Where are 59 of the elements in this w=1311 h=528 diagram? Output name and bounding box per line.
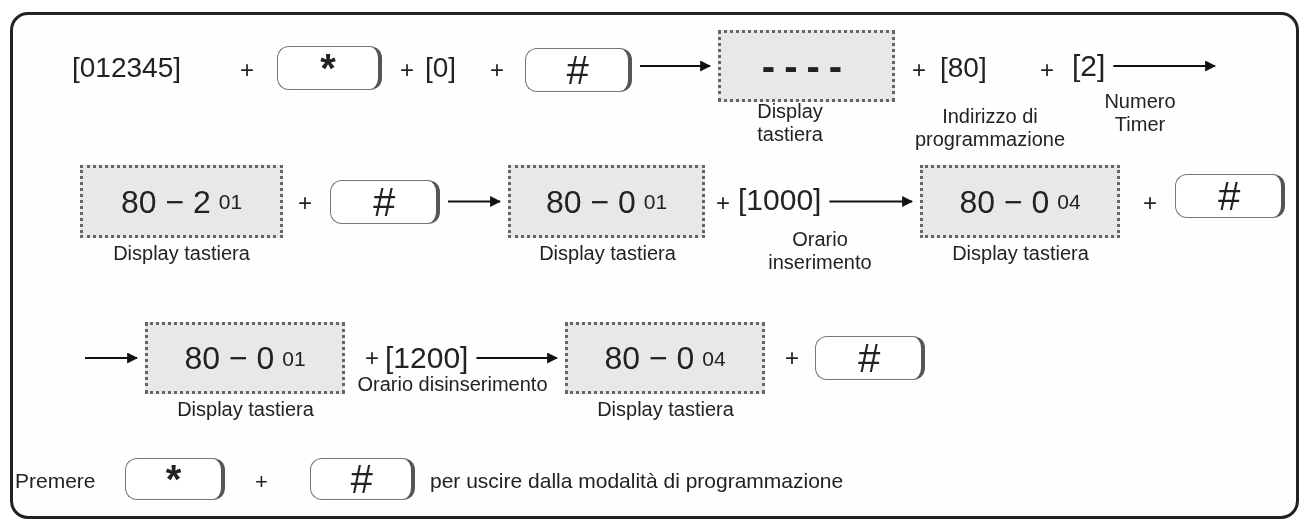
caption-text: Display tastiera xyxy=(756,100,824,146)
keypad-key: # xyxy=(815,336,925,380)
display-text: 04 xyxy=(1057,191,1081,212)
display-screen xyxy=(920,165,1120,238)
text-label: + xyxy=(716,191,730,215)
text-label: + xyxy=(1143,191,1157,215)
caption-text: Display tastiera xyxy=(112,242,251,265)
text-label: per uscire dalla modalità di programmazione xyxy=(430,469,844,491)
code-text: [1200] xyxy=(385,343,469,373)
code-text: [1000] xyxy=(738,185,822,215)
display-text: 80 − 2 xyxy=(120,185,211,218)
caption-text: Display tastiera xyxy=(951,242,1090,265)
display-text: 80 − 0 xyxy=(184,342,275,374)
arrow xyxy=(1113,60,1217,72)
text-label: + xyxy=(298,191,312,215)
caption-text: Display tastiera xyxy=(538,242,677,265)
arrow xyxy=(85,352,139,364)
arrow xyxy=(448,196,502,207)
text-label: [0] xyxy=(425,54,457,82)
text-label: + xyxy=(490,58,504,82)
display-screen xyxy=(565,322,765,394)
display-screen xyxy=(80,165,283,238)
text-label: Indirizzo di programmazione xyxy=(913,105,1067,151)
code-text: [2] xyxy=(1072,51,1106,81)
text-label: + xyxy=(1040,58,1054,82)
keypad-key: # xyxy=(1175,174,1285,218)
display-text: 01 xyxy=(218,191,243,212)
arrow xyxy=(476,352,559,364)
display-text: ---- xyxy=(761,46,852,86)
text-label: + xyxy=(400,58,414,82)
text-label: + xyxy=(365,346,379,370)
keypad-key: * xyxy=(277,46,382,90)
display-text: 01 xyxy=(643,191,668,212)
keypad-key: # xyxy=(330,180,440,224)
text-label: + xyxy=(785,346,799,370)
text-label: + xyxy=(240,58,254,82)
text-label: + xyxy=(912,58,926,82)
keypad-key: # xyxy=(525,48,632,92)
keypad-key: # xyxy=(310,458,415,500)
caption-text: Numero Timer xyxy=(1103,90,1177,136)
caption-text: Orario inserimento xyxy=(767,228,873,274)
caption-text: Orario disinserimento xyxy=(356,373,549,396)
arrow xyxy=(829,196,914,207)
display-text: 80 − 0 xyxy=(545,185,636,218)
arrow xyxy=(640,60,712,72)
display-text: 04 xyxy=(702,347,726,369)
caption-text: Display tastiera xyxy=(596,398,735,421)
display-text: 01 xyxy=(282,347,306,369)
keypad-key: * xyxy=(125,458,225,500)
text-label: [80] xyxy=(940,54,987,82)
text-label: Premere xyxy=(15,469,96,491)
display-text: 80 − 0 xyxy=(604,342,695,374)
display-text: 80 − 0 xyxy=(959,185,1050,218)
display-screen xyxy=(145,322,345,394)
display-screen xyxy=(508,165,705,238)
caption-text: Display tastiera xyxy=(176,398,315,421)
text-label: + xyxy=(255,471,268,493)
text-label: [012345] xyxy=(72,54,181,82)
display-screen xyxy=(718,30,895,102)
